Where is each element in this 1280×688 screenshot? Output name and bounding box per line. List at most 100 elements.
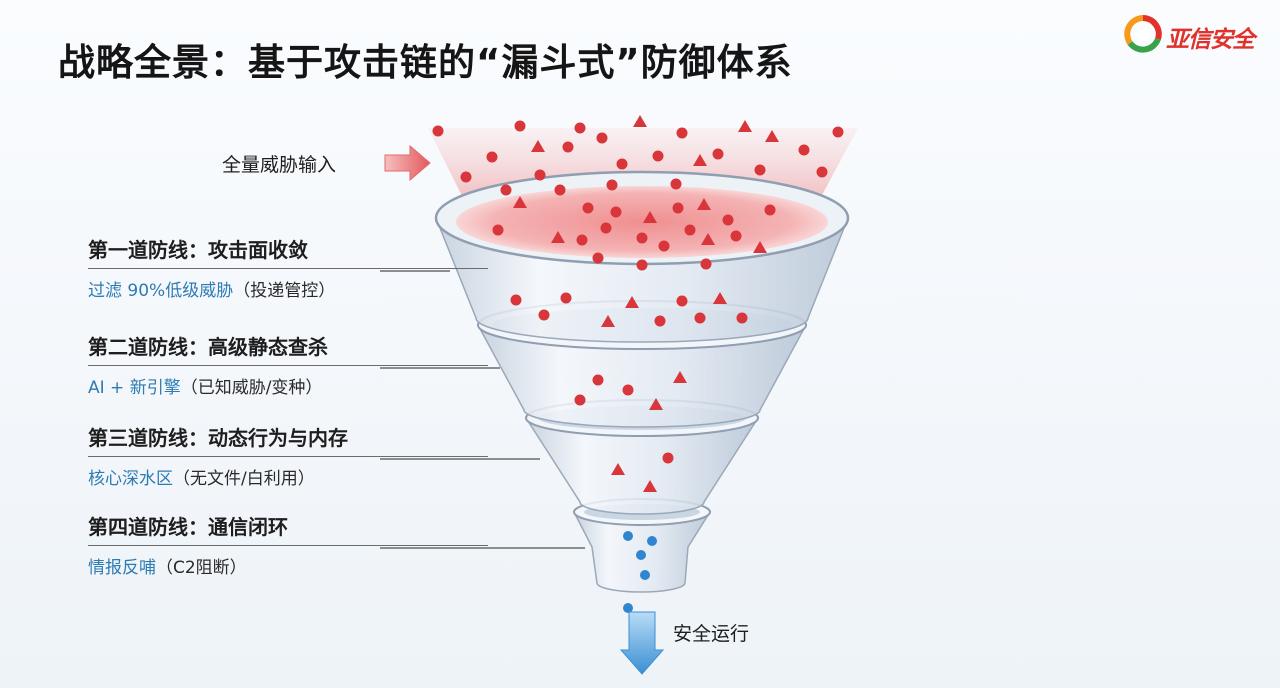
threat-particle: [765, 130, 779, 142]
layer-1-desc: 过滤 90%低级威胁（投递管控）: [88, 276, 488, 301]
threat-particles: [432, 115, 844, 631]
safe-particle: [647, 536, 657, 546]
threat-particle: [662, 452, 674, 464]
threat-particle: [643, 480, 657, 492]
threat-particle: [582, 202, 594, 214]
threat-particle: [574, 122, 586, 134]
logo-text: 亚信安全: [1166, 27, 1255, 53]
threat-particle: [432, 125, 444, 137]
threat-particle: [636, 259, 648, 271]
threat-particle: [592, 252, 604, 264]
defense-layer-2: 第二道防线：高级静态查杀 AI + 新引擎（已知威胁/变种）: [88, 333, 488, 398]
layer-2-desc: AI + 新引擎（已知威胁/变种）: [88, 373, 488, 398]
safe-particle: [623, 603, 633, 613]
layer-3-desc-note: （无文件/白利用）: [173, 469, 315, 489]
layer-2-title: 第二道防线：高级静态查杀: [88, 333, 488, 366]
layer-3-title: 第三道防线：动态行为与内存: [88, 424, 488, 457]
threat-particle: [492, 224, 504, 236]
threat-particle: [574, 394, 586, 406]
safe-particle: [623, 531, 633, 541]
funnel-tier-1: [434, 170, 850, 343]
threat-particle: [816, 166, 828, 178]
threat-particle: [730, 230, 742, 242]
threat-particle: [652, 150, 664, 162]
threat-particle: [673, 371, 687, 383]
threat-particle: [832, 126, 844, 138]
threat-particle: [460, 171, 472, 183]
threat-particle: [633, 115, 647, 127]
output-arrow-icon: [619, 611, 665, 675]
threat-particle: [636, 232, 648, 244]
company-logo: 亚信安全: [1124, 15, 1264, 55]
threat-particle: [798, 144, 810, 156]
threat-particle: [596, 132, 608, 144]
threat-particle: [712, 148, 724, 160]
threat-particle: [693, 154, 707, 166]
threat-particle: [538, 309, 550, 321]
threat-particle: [625, 296, 639, 308]
threat-particle: [560, 292, 572, 304]
layer-4-desc: 情报反哺（C2阻断）: [88, 553, 488, 578]
threat-particle: [554, 184, 566, 196]
threat-particle: [672, 202, 684, 214]
logo-ring-icon: [1124, 15, 1162, 53]
defense-layer-4: 第四道防线：通信闭环 情报反哺（C2阻断）: [88, 513, 488, 578]
layer-4-desc-highlight: 情报反哺: [88, 558, 156, 578]
input-arrow-icon: [384, 144, 431, 182]
threat-particle: [606, 179, 618, 191]
threat-particle: [486, 151, 498, 163]
defense-layer-1: 第一道防线：攻击面收敛 过滤 90%低级威胁（投递管控）: [88, 236, 488, 301]
threat-particle: [684, 224, 696, 236]
safe-output-label: 安全运行: [673, 623, 750, 645]
threat-particle: [576, 234, 588, 246]
layer-1-desc-note: （投递管控）: [233, 281, 336, 301]
layer-4-desc-note: （C2阻断）: [156, 558, 247, 578]
threat-particle: [649, 398, 663, 410]
threat-particle: [713, 292, 727, 304]
threat-particle: [562, 141, 574, 153]
threat-particle: [622, 384, 634, 396]
threat-particle: [676, 127, 688, 139]
threat-particle: [670, 178, 682, 190]
layer-1-desc-highlight: 过滤 90%低级威胁: [88, 281, 234, 301]
threat-particle: [654, 315, 666, 327]
threat-particle: [700, 258, 712, 270]
layer-4-title: 第四道防线：通信闭环: [88, 513, 488, 546]
threat-particle: [694, 312, 706, 324]
page-title: 战略全景：基于攻击链的“漏斗式”防御体系: [58, 41, 793, 84]
threat-particle: [754, 164, 766, 176]
layer-2-desc-highlight: AI + 新引擎: [88, 378, 181, 398]
layer-2-desc-note: （已知威胁/变种）: [180, 378, 323, 398]
threat-input-label: 全量威胁输入: [222, 154, 337, 176]
threat-particle: [697, 198, 711, 210]
threat-particle: [722, 214, 734, 226]
threat-particle: [676, 295, 688, 307]
threat-particle: [701, 233, 715, 245]
threat-particle: [643, 211, 657, 223]
threat-particle: [616, 158, 628, 170]
defense-layer-3: 第三道防线：动态行为与内存 核心深水区（无文件/白利用）: [88, 424, 488, 489]
layer-1-title: 第一道防线：攻击面收敛: [88, 236, 488, 269]
layer-3-desc-highlight: 核心深水区: [88, 469, 173, 489]
threat-particle: [551, 231, 565, 243]
threat-particle: [738, 120, 752, 132]
threat-particle: [736, 312, 748, 324]
threat-particle: [610, 206, 622, 218]
threat-particle: [753, 241, 767, 253]
threat-particle: [764, 204, 776, 216]
threat-particle: [513, 196, 527, 208]
safe-particle: [640, 570, 650, 580]
threat-particle: [658, 240, 670, 252]
threat-particle: [611, 463, 625, 475]
layer-3-desc: 核心深水区（无文件/白利用）: [88, 464, 488, 489]
threat-particle: [534, 169, 546, 181]
threat-particle: [592, 374, 604, 386]
threat-particle: [600, 222, 612, 234]
safe-particle: [636, 550, 646, 560]
threat-particle: [500, 184, 512, 196]
threat-particle: [510, 294, 522, 306]
threat-particle: [601, 315, 615, 327]
threat-particle: [531, 140, 545, 152]
threat-particle: [514, 120, 526, 132]
